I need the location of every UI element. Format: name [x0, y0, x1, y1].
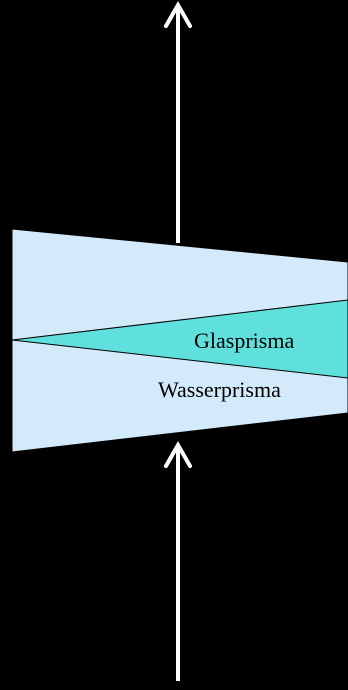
water-prism-label: Wasserprisma — [158, 377, 281, 402]
incoming-beam-arrow-icon — [164, 440, 192, 681]
glass-prism-label: Glasprisma — [194, 328, 294, 353]
outgoing-beam-arrow-icon — [164, 0, 192, 243]
glass-prism — [11, 299, 348, 379]
